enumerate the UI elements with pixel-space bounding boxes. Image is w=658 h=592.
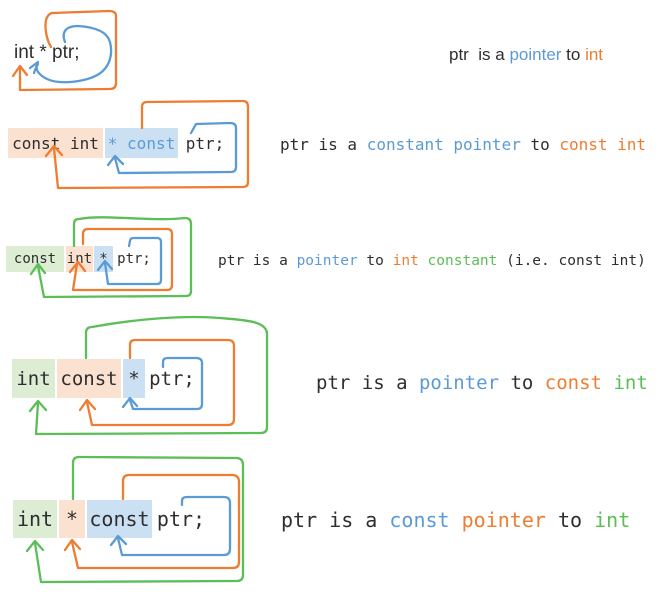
code-token-star: * [59,500,85,538]
code-token-ptr: ptr; [156,507,206,531]
code-token-const: const [6,246,64,272]
code-token-star-const: * const [105,128,178,158]
explanation-text [419,253,428,269]
explanation-pointer: pointer [509,45,562,64]
explanation-text: (i.e. const int) [497,253,646,269]
explanation-row-5: ptr is a const pointer to int [281,508,630,532]
code-token-const: const [87,500,152,538]
explanation-text: to [520,135,560,154]
arrowhead [11,64,29,78]
code-token-int: int [12,359,55,398]
explanation-text [602,372,613,394]
code-token-ptr: ptr; [117,251,151,267]
code-token-star: * [94,246,113,272]
explanation-pointer: pointer [296,253,358,269]
code-token-int-star-ptr: int * ptr; [14,42,80,63]
explanation-text: ptr is a [281,508,390,532]
explanation-text: ptr is a [280,135,367,154]
arrowhead [63,538,82,552]
explanation-const: const [544,372,602,394]
code-token-star: * [123,359,145,398]
explanation-const: const [389,508,450,532]
explanation-pointer: pointer [461,508,546,532]
explanation-text: to [545,508,595,532]
explanation-text: to [561,45,586,64]
code-token-ptr: ptr; [185,133,225,153]
explanation-row-1: ptr is a pointer to int [449,45,603,65]
explanation-text: ptr is a [449,45,510,64]
code-token-const: const [57,359,121,398]
explanation-text: ptr is a [316,372,419,394]
explanation-constant-pointer: constant pointer [366,135,521,154]
explanation-row-3: ptr is a pointer to int constant (i.e. c… [218,253,646,269]
explanation-constant: constant [427,253,498,269]
code-token-const-int: const int [8,128,103,158]
code-token-int: int [13,500,57,538]
explanation-row-4: ptr is a pointer to const int [316,372,648,394]
explanation-text: ptr is a [218,253,297,269]
explanation-text: to [357,253,393,269]
explanation-int: int [392,253,419,269]
code-token-int: int [66,246,93,272]
explanation-row-2: ptr is a constant pointer to const int [280,135,646,154]
code-token-ptr: ptr; [149,367,195,390]
arrowhead [121,396,139,409]
explanation-const-int: const int [559,135,647,154]
explanation-int: int [594,508,631,532]
explanation-text: to [499,372,545,394]
explanation-pointer: pointer [418,372,500,394]
explanation-int: int [585,45,604,64]
arrowhead [78,398,97,412]
arrowhead [25,539,45,553]
explanation-int: int [613,372,648,394]
explanation-text [450,508,462,532]
arrowhead [28,399,48,413]
